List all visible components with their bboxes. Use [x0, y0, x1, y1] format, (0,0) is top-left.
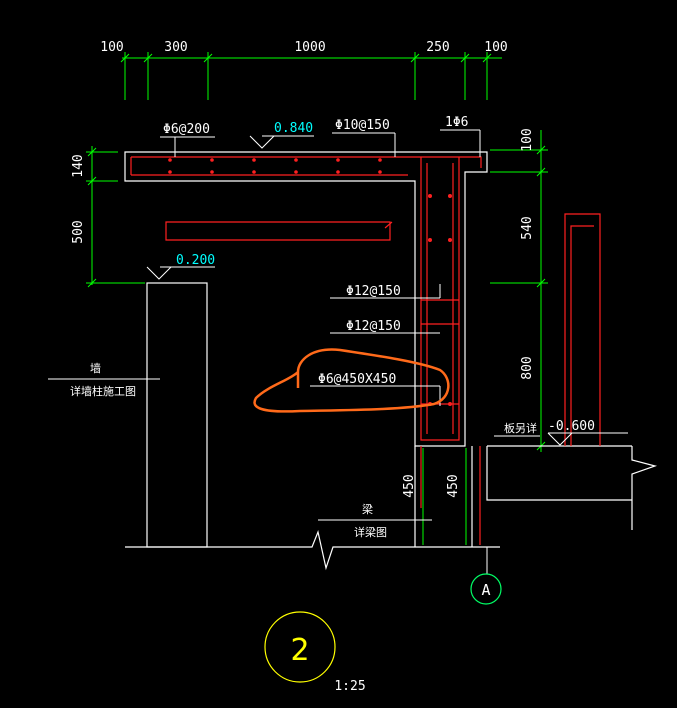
- right-slab-lower: [486, 446, 632, 501]
- rebar: [130, 156, 601, 545]
- scale-label: 1:25: [334, 679, 365, 694]
- concrete-outline: [124, 151, 658, 571]
- right-column-rebar: [564, 213, 601, 446]
- rebar-label-top-left: Φ6@200: [163, 122, 210, 137]
- elevation-label-top: 0.840: [274, 121, 313, 136]
- wall-outline: [146, 282, 208, 548]
- elevation-marker-right: [547, 432, 573, 446]
- dim-top-5: 100: [484, 40, 507, 55]
- dim-right-1: 100: [520, 128, 535, 151]
- elevation-label-right: -0.600: [548, 419, 595, 434]
- wall-note: 详墙柱施工图: [70, 384, 136, 398]
- elevation-marker-wall: [146, 266, 172, 280]
- rebar-label-top-mid: Φ10@150: [335, 118, 390, 133]
- rebar-label-side-1: Φ12@150: [346, 284, 401, 299]
- top-dimension-chain: [120, 52, 502, 100]
- dim-bottom-1: 450: [402, 474, 417, 497]
- right-break-line: [631, 446, 658, 530]
- canopy-slab-outline: [124, 151, 488, 447]
- elevation-marker-top: [249, 135, 275, 149]
- rebar-label-side-2: Φ12@150: [346, 319, 401, 334]
- rebar-dots: [168, 158, 452, 406]
- elevation-label-wall: 0.200: [176, 253, 215, 268]
- leader-lines: [48, 129, 628, 521]
- right-dimension-chain: [490, 130, 548, 452]
- beam-note: 详梁图: [354, 525, 387, 539]
- dim-top-1: 100: [100, 40, 123, 55]
- dim-top-2: 300: [164, 40, 187, 55]
- rebar-label-top-right: 1Φ6: [445, 115, 468, 130]
- dim-left-2: 500: [71, 220, 86, 243]
- dim-left-1: 140: [71, 154, 86, 177]
- axis-bubble: [470, 573, 502, 605]
- axis-label: A: [481, 581, 490, 599]
- beam-title: 梁: [362, 502, 373, 516]
- dim-top-3: 1000: [294, 40, 325, 55]
- top-slab-rebar-upper: [131, 156, 482, 168]
- slab-note: 板另详: [504, 421, 537, 435]
- dim-right-3: 800: [520, 356, 535, 379]
- detail-bubble: [264, 611, 336, 683]
- revision-cloud: [253, 348, 450, 413]
- ground-break-line: [125, 529, 500, 571]
- bottom-dimension-lines: [422, 448, 467, 545]
- dim-right-2: 540: [520, 216, 535, 239]
- detail-number: 2: [290, 633, 309, 668]
- left-dimension-chain: [86, 146, 145, 288]
- dim-top-4: 250: [426, 40, 449, 55]
- rebar-label-stirrup: Φ6@450X450: [318, 372, 396, 387]
- wall-title: 墙: [90, 361, 101, 375]
- section-rebar-rect: [165, 221, 391, 241]
- dim-bottom-2: 450: [446, 474, 461, 497]
